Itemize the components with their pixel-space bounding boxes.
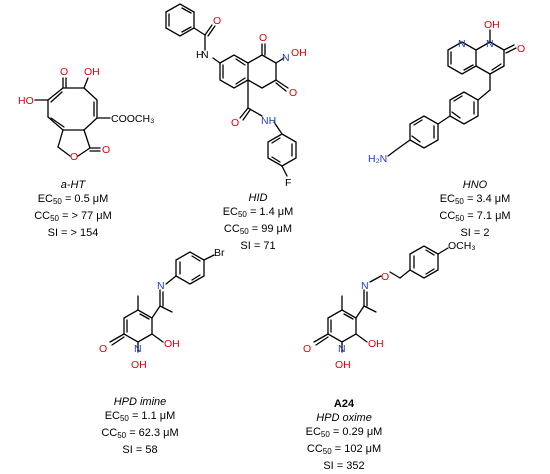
atom-label: O [231, 117, 239, 129]
atom-label: O [102, 144, 110, 156]
atom-label: O [70, 151, 78, 163]
atom-label: H₂N [368, 153, 387, 165]
compound-code: A24 [333, 398, 355, 410]
cc50-value: CC50 = 102 μM [306, 443, 382, 456]
atom-label: OH [335, 359, 351, 371]
atom-label: N [338, 343, 346, 355]
structure-HID: O N H O N OH O O NH F [165, 3, 307, 189]
caption-HPD-imine: HPD imine EC50 = 1.1 μM CC50 = 62.3 μM S… [60, 395, 220, 457]
atom-label: OCH₃ [448, 240, 476, 252]
caption-a-HT: a-HT EC50 = 0.5 μM CC50 = > 77 μM SI = >… [0, 178, 153, 240]
atom-label: Br [214, 247, 225, 259]
cc50-value: CC50 = 62.3 μM [101, 427, 179, 440]
atom-label: O [99, 343, 107, 355]
si-value: SI = 58 [122, 444, 158, 456]
cc50-value: CC50 = 99 μM [223, 223, 293, 236]
caption-HNO: HNO EC50 = 3.4 μM CC50 = 7.1 μM SI = 2 [395, 178, 550, 240]
atom-label: O [303, 343, 311, 355]
atom-label: O [60, 66, 68, 78]
structure-a-HT: HO O OH COOCH₃ O O [18, 66, 154, 163]
atom-label: O [259, 32, 267, 44]
cc50-value: CC50 = > 77 μM [34, 210, 112, 223]
atom-label: O [289, 87, 297, 99]
atom-label: O [213, 15, 221, 27]
atom-label: F [285, 177, 291, 189]
si-value: SI = 2 [460, 227, 490, 239]
atom-label: N [201, 49, 209, 61]
atom-label: HO [18, 95, 34, 107]
ec50-value: EC50 = 1.1 μM [104, 410, 176, 423]
compound-name: HID [248, 192, 268, 204]
ec50-value: EC50 = 0.29 μM [305, 426, 383, 439]
compound-name: a-HT [60, 179, 86, 191]
structure-HPD-oxime: N O OCH₃ O N OH OH [303, 240, 476, 371]
atom-label: OH [291, 47, 307, 59]
atom-label: N [361, 280, 369, 292]
atom-label: OH [84, 66, 100, 78]
atom-label: NH [261, 115, 276, 127]
si-value: SI = > 154 [47, 227, 99, 239]
ec50-value: EC50 = 1.4 μM [222, 206, 294, 219]
atom-label: N [157, 280, 165, 292]
si-value: SI = 71 [240, 240, 276, 252]
atom-label: O [381, 271, 389, 283]
atom-label: H [196, 49, 204, 61]
atom-label: OH [484, 19, 500, 31]
si-value: SI = 352 [323, 460, 365, 472]
atom-label: OH [164, 338, 180, 350]
atom-label: N [134, 343, 142, 355]
atom-label: N [458, 38, 466, 50]
atom-label: OH [368, 338, 384, 350]
caption-HPD-oxime: A24 HPD oxime EC50 = 0.29 μM CC50 = 102 … [264, 397, 424, 473]
ec50-value: EC50 = 3.4 μM [439, 193, 511, 206]
cc50-value: CC50 = 7.1 μM [439, 210, 511, 223]
atom-label: N [282, 52, 290, 64]
ec50-value: EC50 = 0.5 μM [37, 193, 109, 206]
caption-HID: HID EC50 = 1.4 μM CC50 = 99 μM SI = 71 [178, 191, 338, 253]
atom-label: COOCH₃ [111, 113, 154, 125]
compound-name: HPD imine [113, 396, 167, 408]
compound-name: HNO [462, 179, 488, 191]
structure-HPD-imine: N Br O N OH OH [99, 247, 225, 371]
atom-label: O [517, 43, 525, 55]
atom-label: N [486, 38, 494, 50]
structure-HNO: N N OH O H₂N [368, 19, 525, 165]
compound-name: HPD oxime [316, 412, 372, 424]
atom-label: OH [131, 359, 147, 371]
